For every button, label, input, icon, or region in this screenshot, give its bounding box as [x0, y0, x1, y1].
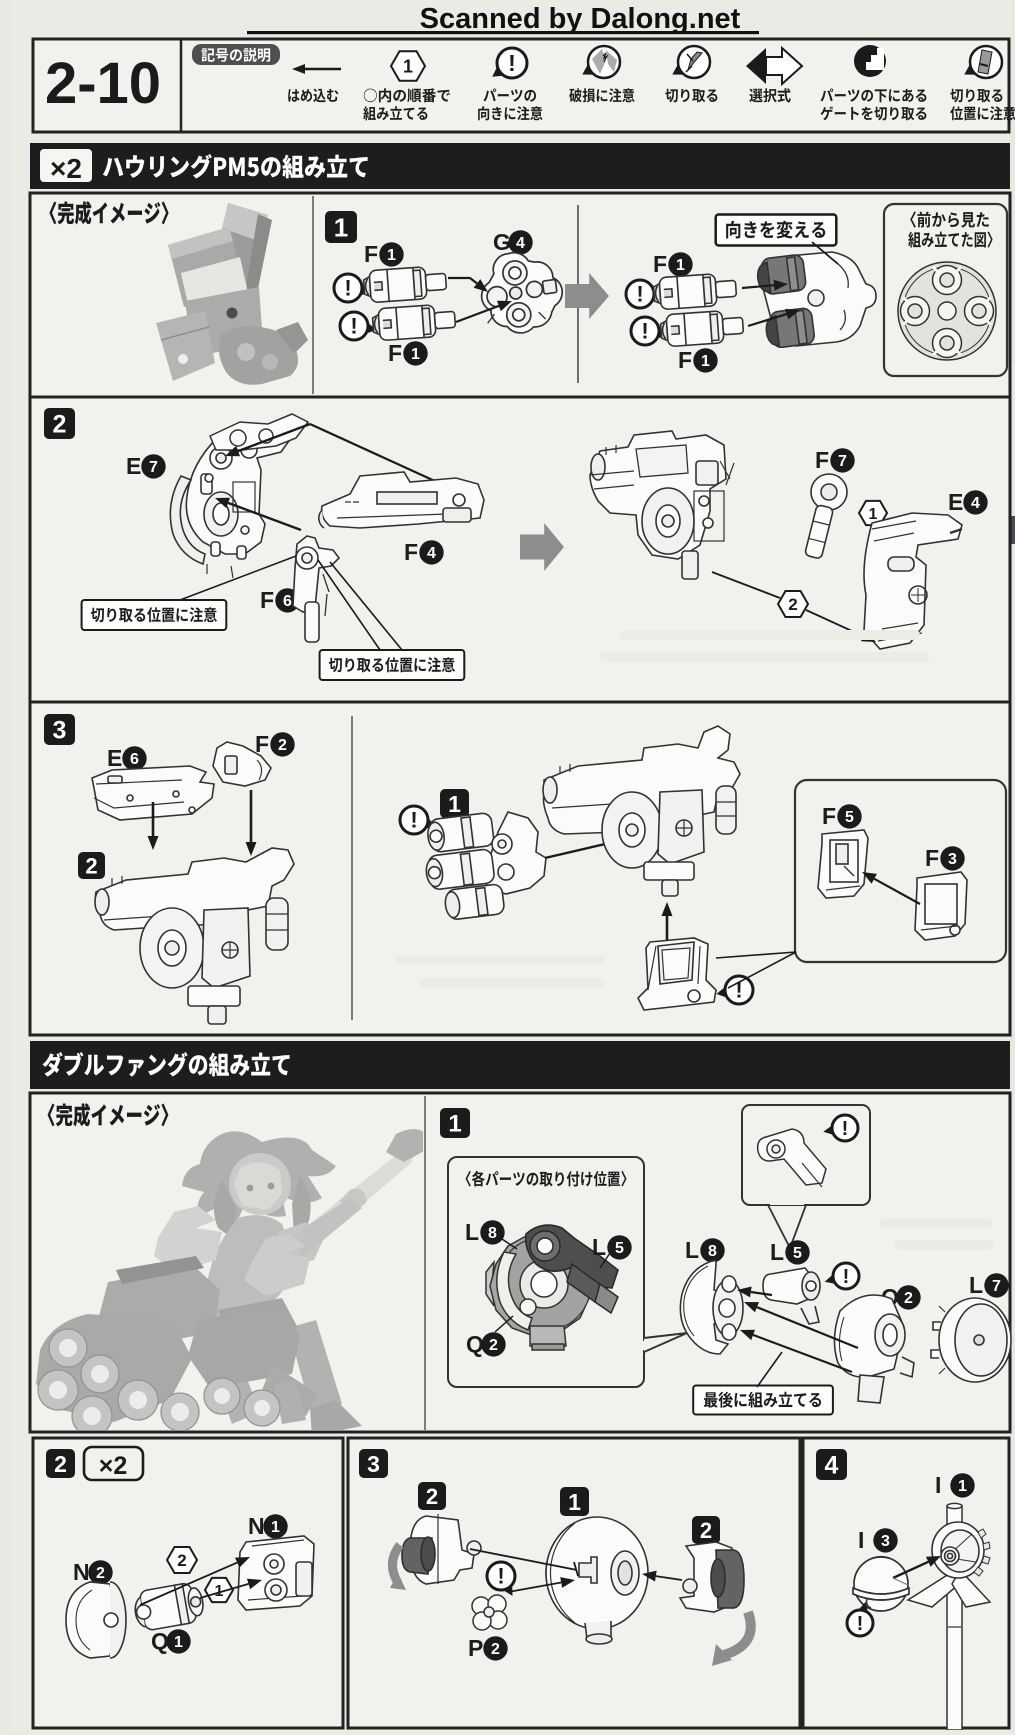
svg-text:2: 2 — [426, 1484, 438, 1509]
svg-text:F: F — [404, 539, 418, 565]
svg-text:L: L — [770, 1239, 784, 1265]
svg-text:1: 1 — [174, 1634, 183, 1651]
svg-text:1: 1 — [676, 257, 685, 274]
svg-text:!: ! — [641, 318, 648, 343]
svg-text:I: I — [935, 1472, 941, 1498]
svg-text:×2: ×2 — [50, 153, 82, 184]
svg-text:2: 2 — [904, 1290, 913, 1307]
svg-text:1: 1 — [403, 56, 413, 76]
svg-text:8: 8 — [488, 1225, 497, 1242]
svg-text:2: 2 — [700, 1518, 712, 1543]
svg-text:1: 1 — [869, 506, 878, 523]
svg-text:E: E — [126, 453, 141, 479]
svg-text:4: 4 — [427, 545, 436, 562]
svg-text:1: 1 — [215, 1583, 224, 1600]
svg-text:N: N — [73, 1559, 90, 1585]
svg-text:6: 6 — [283, 593, 292, 610]
svg-text:!: ! — [843, 1266, 850, 1288]
svg-text:L: L — [685, 1237, 699, 1263]
svg-text:1: 1 — [701, 353, 710, 370]
svg-text:F: F — [260, 587, 274, 613]
svg-text:!: ! — [410, 807, 417, 832]
svg-text:G: G — [493, 229, 511, 255]
svg-text:E: E — [948, 489, 963, 515]
svg-text:3: 3 — [948, 851, 957, 868]
svg-text:!: ! — [344, 275, 351, 300]
svg-text:5: 5 — [793, 1245, 802, 1262]
svg-text:1: 1 — [271, 1519, 280, 1536]
svg-text:5: 5 — [615, 1240, 624, 1257]
svg-text:2: 2 — [491, 1641, 500, 1658]
svg-text:!: ! — [497, 1563, 504, 1588]
svg-text:3: 3 — [53, 717, 67, 745]
svg-text:!: ! — [508, 50, 516, 76]
svg-text:4: 4 — [971, 495, 980, 512]
svg-text:3: 3 — [881, 1533, 890, 1550]
svg-text:F: F — [815, 447, 829, 473]
svg-text:7: 7 — [838, 453, 847, 470]
svg-text:1: 1 — [568, 1489, 581, 1515]
svg-text:2: 2 — [489, 1337, 498, 1354]
svg-text:7: 7 — [149, 459, 158, 476]
svg-text:7: 7 — [992, 1278, 1001, 1295]
svg-text:2: 2 — [96, 1565, 105, 1582]
svg-text:Q: Q — [466, 1331, 484, 1357]
svg-text:3: 3 — [367, 1451, 380, 1477]
svg-text:6: 6 — [130, 751, 139, 768]
svg-text:N: N — [248, 1513, 265, 1539]
svg-text:2: 2 — [54, 1451, 67, 1477]
svg-text:5: 5 — [845, 809, 854, 826]
svg-text:Scanned by Dalong.net: Scanned by Dalong.net — [420, 3, 741, 35]
svg-text:!: ! — [857, 1613, 864, 1635]
svg-text:1: 1 — [448, 791, 461, 817]
svg-text:4: 4 — [825, 1452, 839, 1480]
svg-text:2: 2 — [85, 853, 97, 878]
svg-text:L: L — [969, 1272, 983, 1298]
svg-text:!: ! — [842, 1118, 849, 1140]
svg-text:F: F — [364, 241, 378, 267]
svg-text:2: 2 — [177, 1551, 186, 1570]
svg-text:!: ! — [636, 281, 643, 306]
svg-text:P: P — [468, 1635, 483, 1661]
svg-text:F: F — [388, 340, 402, 366]
svg-text:I: I — [858, 1527, 864, 1553]
svg-text:1: 1 — [958, 1478, 967, 1495]
svg-text:L: L — [592, 1234, 606, 1260]
svg-text:4: 4 — [516, 235, 525, 252]
svg-text:1: 1 — [387, 247, 396, 264]
svg-text:F: F — [678, 347, 692, 373]
svg-text:2: 2 — [53, 411, 67, 439]
svg-text:L: L — [465, 1219, 479, 1245]
svg-text:1: 1 — [411, 346, 420, 363]
svg-text:F: F — [255, 731, 269, 757]
svg-text:1: 1 — [448, 1111, 461, 1138]
svg-text:F: F — [653, 251, 667, 277]
svg-text:1: 1 — [334, 212, 348, 242]
svg-text:2: 2 — [278, 737, 287, 754]
svg-text:Q: Q — [151, 1628, 169, 1654]
svg-text:F: F — [925, 845, 939, 871]
svg-text:2-10: 2-10 — [45, 51, 161, 116]
svg-text:!: ! — [735, 977, 742, 1002]
svg-text:F: F — [822, 803, 836, 829]
svg-text:E: E — [107, 745, 122, 771]
svg-text:8: 8 — [708, 1243, 717, 1260]
svg-text:!: ! — [350, 313, 357, 338]
svg-text:2: 2 — [788, 595, 797, 614]
svg-text:×2: ×2 — [99, 1452, 128, 1480]
